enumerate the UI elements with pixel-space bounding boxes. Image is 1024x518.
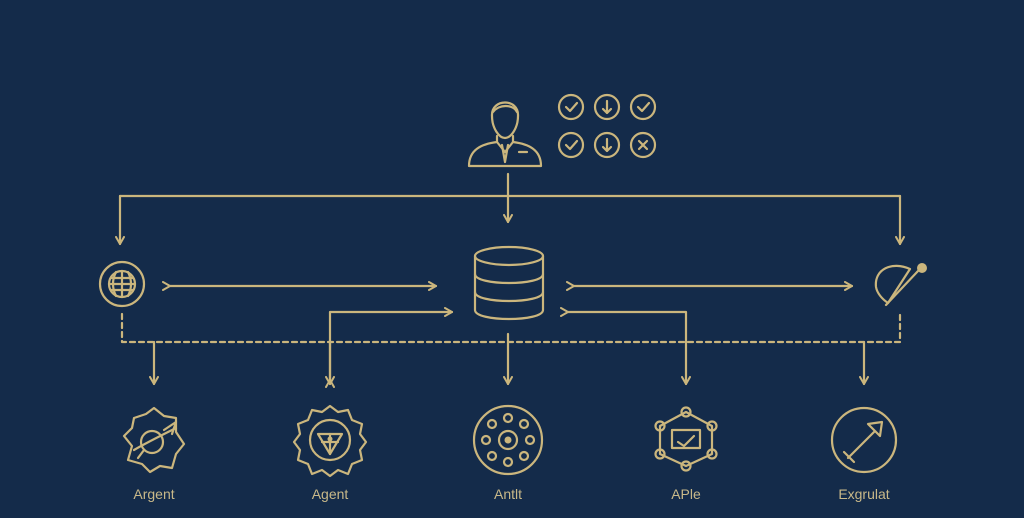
node-label-aple: APle: [671, 486, 701, 502]
node-cluster-icon[interactable]: [654, 406, 718, 472]
database-icon: [473, 245, 545, 321]
rocket-planet-icon[interactable]: [122, 406, 186, 474]
businessman-icon: [467, 101, 543, 168]
right-loop-line: [560, 307, 691, 386]
node-label-agent: Agent: [311, 486, 349, 502]
magnifier-icon[interactable]: [874, 263, 927, 307]
down-arrow-circle-icon: [593, 93, 621, 121]
node-label-antlt: Antlt: [493, 486, 522, 502]
down-arrow-circle-icon: [593, 131, 621, 159]
globe-icon[interactable]: [98, 260, 146, 308]
check-circle-icon: [629, 93, 657, 121]
check-circle-icon: [557, 93, 585, 121]
left-loop-line: [325, 307, 454, 388]
circle-network-icon[interactable]: [472, 404, 544, 476]
status-grid: [557, 93, 657, 159]
check-circle-icon: [557, 131, 585, 159]
gear-badge-icon[interactable]: [292, 404, 368, 478]
x-circle-icon: [629, 131, 657, 159]
connectors: [115, 172, 905, 388]
node-label-exgrulat: Exgrulat: [838, 486, 890, 502]
compass-arrow-icon[interactable]: [830, 406, 898, 474]
node-label-argent: Argent: [133, 486, 175, 502]
dashed-bus-line: [120, 312, 902, 344]
